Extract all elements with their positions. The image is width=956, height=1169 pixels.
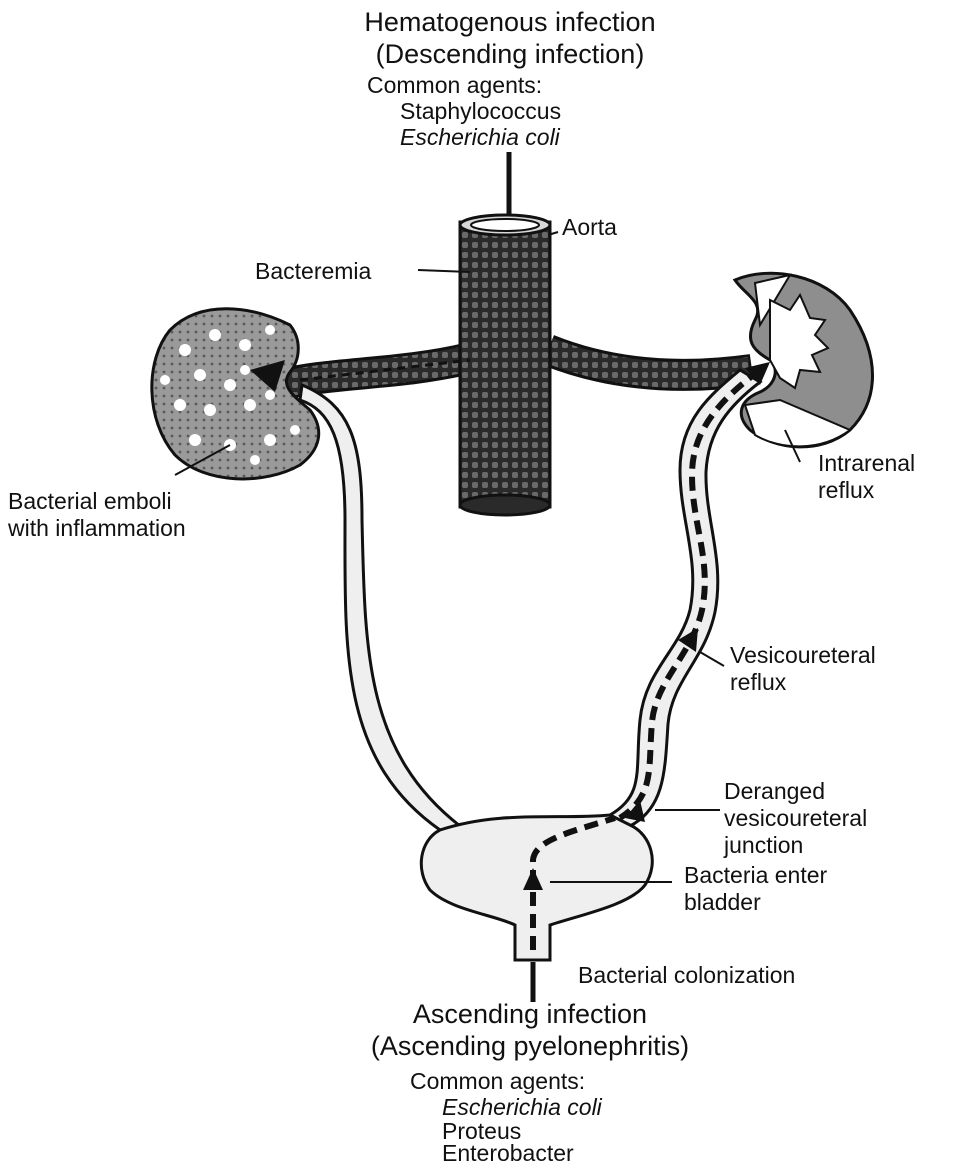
aorta-label: Aorta xyxy=(562,214,617,241)
vesicoureteral-reflux-line1: Vesicoureteral xyxy=(730,642,876,669)
bacteremia-label: Bacteremia xyxy=(255,258,371,285)
bacterial-colonization-label: Bacterial colonization xyxy=(578,962,795,989)
vesicoureteral-reflux-label: Vesicoureteral reflux xyxy=(730,642,876,696)
ascending-title: Ascending infection (Ascending pyeloneph… xyxy=(300,998,760,1062)
bacterial-emboli-label: Bacterial emboli with inflammation xyxy=(8,488,186,542)
intrarenal-reflux-line1: Intrarenal xyxy=(818,450,915,477)
bacterial-emboli-line2: with inflammation xyxy=(8,515,186,542)
aorta xyxy=(460,215,550,515)
top-agent-ecoli: Escherichia coli xyxy=(400,124,560,151)
hematogenous-title-line1: Hematogenous infection xyxy=(280,6,740,38)
top-agent-staphylococcus: Staphylococcus xyxy=(400,98,561,125)
hematogenous-title: Hematogenous infection (Descending infec… xyxy=(280,6,740,70)
vesicoureteral-leader xyxy=(700,652,724,666)
right-ureter xyxy=(610,370,760,826)
vesicoureteral-reflux-line2: reflux xyxy=(730,669,876,696)
bacteria-enter-line2: bladder xyxy=(684,889,827,916)
deranged-line1: Deranged xyxy=(724,778,867,805)
deranged-junction-label: Deranged vesicoureteral junction xyxy=(724,778,867,859)
top-agents-heading: Common agents: xyxy=(367,72,542,99)
bottom-agent-enterobacter: Enterobacter xyxy=(442,1140,574,1167)
ascending-title-line1: Ascending infection xyxy=(300,998,760,1030)
deranged-line2: vesicoureteral xyxy=(724,805,867,832)
ascending-title-line2: (Ascending pyelonephritis) xyxy=(300,1030,760,1062)
bottom-agent-ecoli: Escherichia coli xyxy=(442,1094,602,1121)
right-kidney xyxy=(735,273,873,447)
intrarenal-reflux-line2: reflux xyxy=(818,477,915,504)
deranged-line3: junction xyxy=(724,832,867,859)
left-ureter xyxy=(300,385,460,830)
bacterial-emboli-line1: Bacterial emboli xyxy=(8,488,186,515)
bacteria-enter-line1: Bacteria enter xyxy=(684,862,827,889)
hematogenous-title-line2: (Descending infection) xyxy=(280,38,740,70)
bacteria-enter-bladder-label: Bacteria enter bladder xyxy=(684,862,827,916)
intrarenal-reflux-label: Intrarenal reflux xyxy=(818,450,915,504)
left-kidney xyxy=(152,309,319,479)
bottom-agents-heading: Common agents: xyxy=(410,1068,585,1095)
